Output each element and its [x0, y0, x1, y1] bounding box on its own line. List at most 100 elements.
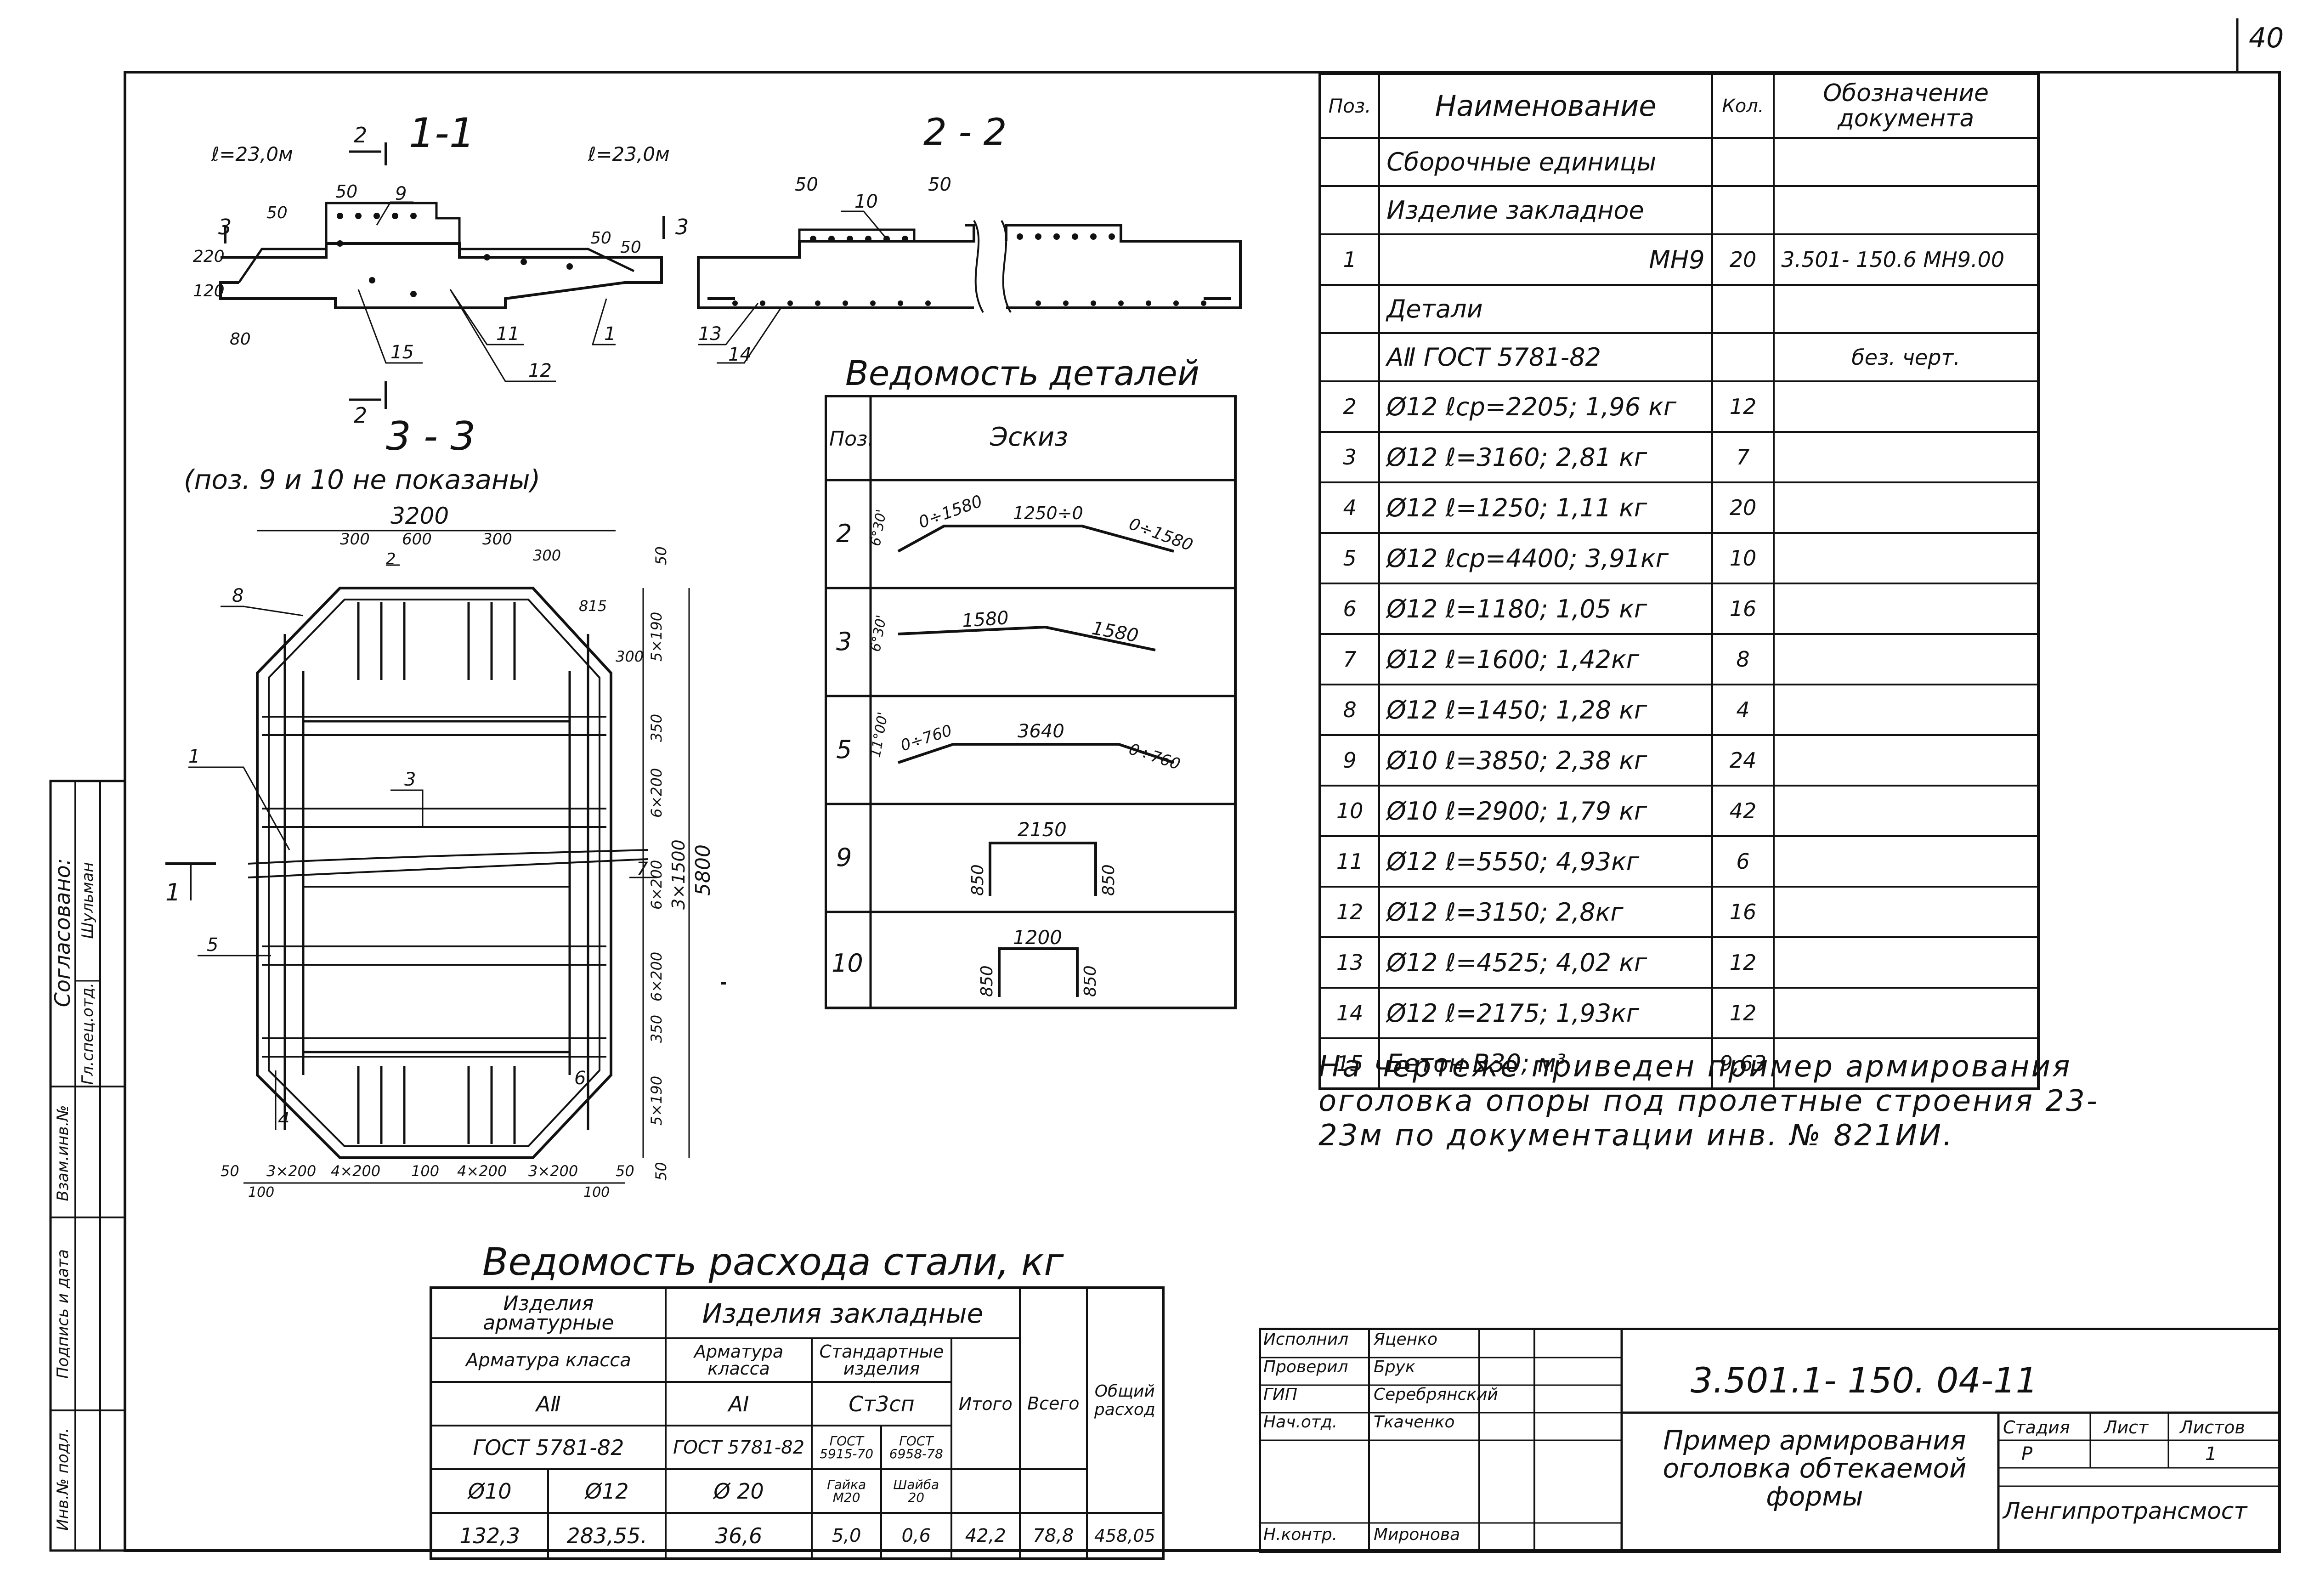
spec-row: Изделие закладное [1318, 185, 2039, 235]
steel-v-d20: 36,6 [664, 1512, 813, 1560]
spec-name: Ø12 ℓср=2205; 1,96 кг [1378, 380, 1713, 433]
pos-3-plan: 3 [404, 769, 416, 790]
spec-name: Ø12 ℓ=1600; 1,42кг [1378, 633, 1713, 685]
dim-5x190-top: 5×190 [648, 612, 665, 662]
spec-doc: без. черт. [1773, 332, 2039, 382]
steel-h-std: Стандартные изделия [811, 1337, 952, 1383]
dim-50-b: 50 [266, 204, 288, 222]
spec-doc [1773, 431, 2039, 483]
detail-3-l2: 1580 [1090, 618, 1140, 647]
spec-doc [1773, 785, 2039, 837]
cut-mark-2-top: 2 [354, 123, 367, 147]
span-left-label: ℓ=23,0м [211, 143, 293, 165]
spec-doc [1773, 1037, 2039, 1090]
detail-2-l2: 1250÷0 [1013, 503, 1083, 523]
spec-qty: 12 [1711, 987, 1775, 1039]
detail-5-pos: 5 [836, 735, 852, 764]
steel-h-washer: Шайба 20 [880, 1468, 952, 1514]
dim-350-top: 350 [648, 714, 665, 742]
steel-v-total: 458,05 [1086, 1512, 1165, 1560]
tb-role: ГИП [1263, 1385, 1298, 1404]
dim-5x190-bottom: 5×190 [648, 1076, 665, 1126]
dim-bottom-3x200-right: 3×200 [528, 1162, 578, 1180]
spec-name: Ø12 ℓ=1450; 1,28 кг [1378, 684, 1713, 736]
spec-name: АⅡ ГОСТ 5781-82 [1378, 332, 1713, 382]
spec-name: МН9 [1378, 233, 1713, 286]
dim-6x200-b: 6×200 [648, 860, 665, 910]
spec-qty [1711, 185, 1775, 235]
spec-pos [1318, 332, 1380, 382]
tb-role: Исполнил [1263, 1330, 1349, 1349]
steel-h-nut: Гайка М20 [811, 1468, 882, 1514]
cut-mark-1-left: 1 [165, 879, 181, 906]
spec-name: Ø12 ℓ=3160; 2,81 кг [1378, 431, 1713, 483]
title-block-frame [1259, 1328, 2281, 1553]
steel-v-vsego: 78,8 [1018, 1512, 1088, 1560]
details-h-pos: Поз. [829, 427, 874, 451]
spec-qty: 12 [1711, 936, 1775, 989]
spec-qty: 12 [1711, 380, 1775, 433]
dim-50-d: 50 [620, 238, 641, 257]
spec-name: Ø12 ℓ=4525; 4,02 кг [1378, 936, 1713, 989]
spec-doc [1773, 633, 2039, 685]
spec-qty: 4 [1711, 684, 1775, 736]
spec-qty: 8 [1711, 633, 1775, 685]
spec-pos: 10 [1318, 785, 1380, 837]
tb-person: Ткаченко [1374, 1413, 1455, 1432]
spec-doc [1773, 835, 2039, 888]
replace-inv-label: Взам.инв.№ [54, 1105, 72, 1201]
section-1-1-drawing: 1-1 ℓ=23,0м ℓ=23,0м 2 2 3 3 50 50 50 50 … [193, 109, 689, 427]
detail-10-l2: 850 [978, 965, 996, 997]
tb-stage-value: Р [2021, 1443, 2033, 1465]
spec-name: Бетон В30; м³ [1378, 1037, 1713, 1090]
spec-doc [1773, 380, 2039, 433]
dim-300-b: 300 [482, 530, 512, 549]
pos-4-plan: 4 [278, 1109, 289, 1130]
spec-doc [1773, 137, 2039, 187]
dim-right-50-bottom: 50 [652, 1162, 670, 1181]
steel-h-emb: Изделия закладные [664, 1287, 1021, 1339]
spec-h-pos: Поз. [1318, 73, 1380, 139]
spec-name: Детали [1378, 284, 1713, 334]
section-3-3-title: 3 - 3 [386, 413, 476, 459]
detail-3-l1: 1580 [961, 607, 1009, 632]
dim-bottom-100-right: 100 [583, 1184, 610, 1200]
steel-v-nut: 5,0 [811, 1512, 882, 1560]
spec-doc [1773, 185, 2039, 235]
spec-doc [1773, 284, 2039, 334]
drawing-note: На чертеже приведен пример армирования о… [1318, 1050, 2099, 1153]
dim-350-bottom: 350 [648, 1015, 665, 1043]
spec-name: Ø10 ℓ=2900; 1,79 кг [1378, 785, 1713, 837]
section-2-2-title: 2 - 2 [923, 111, 1007, 153]
tb-sheets-header: Листов [2180, 1417, 2245, 1438]
spec-doc [1773, 481, 2039, 534]
dim-3200: 3200 [390, 503, 449, 529]
dim-right-50-top: 50 [652, 546, 670, 565]
steel-h-arm-class: Арматура класса [430, 1337, 667, 1383]
detail-5-l1: 0÷760 [898, 721, 954, 755]
dim-3x1500: 3×1500 [668, 839, 689, 910]
spec-pos: 12 [1318, 886, 1380, 938]
tb-role: Проверил [1263, 1358, 1348, 1376]
steel-v-washer: 0,6 [880, 1512, 952, 1560]
spec-table: Поз. Наименование Кол. Обозначение докум… [1318, 72, 2040, 1090]
spec-qty: 6 [1711, 835, 1775, 888]
pos-1-label: 1 [604, 323, 616, 345]
spec-row: Сборочные единицы [1318, 137, 2039, 187]
spec-name: Ø12 ℓ=2175; 1,93кг [1378, 987, 1713, 1039]
dim-5800: 5800 [691, 844, 715, 896]
pos-6-plan: 6 [574, 1068, 586, 1089]
dim-80: 80 [230, 330, 251, 349]
dim-50-a: 50 [335, 181, 357, 202]
dim-6x200-c: 6×200 [648, 952, 665, 1002]
spec-qty [1711, 332, 1775, 382]
pos-5-plan: 5 [207, 934, 218, 956]
